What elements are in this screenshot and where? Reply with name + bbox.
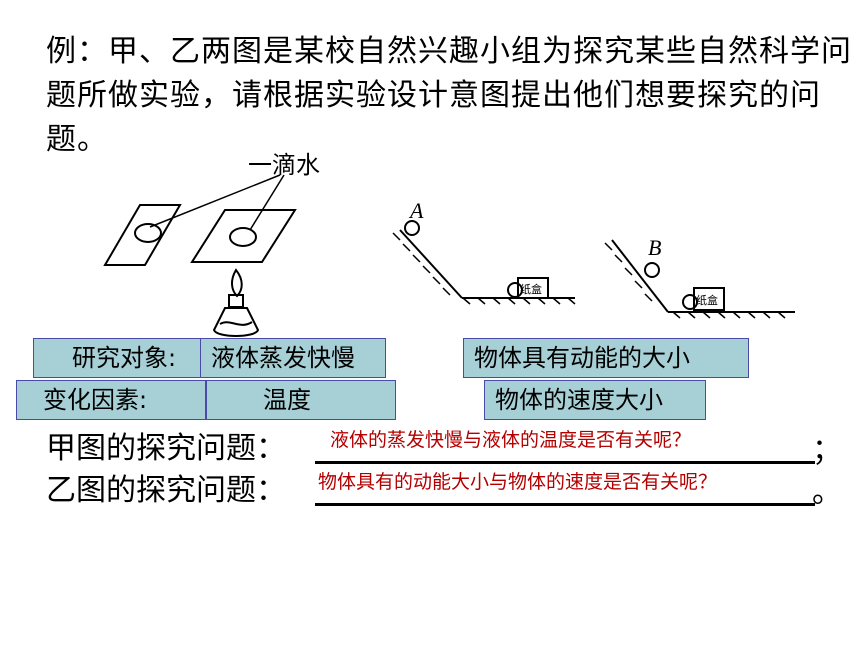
research-object-value-b: 物体具有动能的大小 <box>463 338 749 378</box>
ball-b-bottom <box>682 294 698 310</box>
box-b <box>693 287 725 311</box>
ball-a <box>404 220 420 236</box>
variable-value-b: 物体的速度大小 <box>484 380 706 420</box>
water-drop-right <box>229 227 257 247</box>
intro-paragraph: 例：甲、乙两图是某校自然兴趣小组为探究某些自然科学问题所做实验，请根据实验设计意… <box>46 34 852 157</box>
question-b-prefix: 乙图的探究问题： <box>46 473 286 508</box>
question-b-answer: 物体具有的动能大小与物体的速度是否有关呢？ <box>318 471 718 493</box>
glass-plate-left <box>103 204 182 266</box>
incline-b <box>604 239 795 319</box>
variable-label: 变化因素: <box>16 380 206 420</box>
pointer-line-left <box>149 174 281 228</box>
question-a-end: ； <box>812 433 842 468</box>
water-drop-left <box>134 223 162 243</box>
ball-a-bottom <box>507 282 523 298</box>
left-plate <box>103 204 182 266</box>
water-drop-label: 一滴水 <box>248 151 320 179</box>
box-a <box>517 277 549 299</box>
ball-a-label: A <box>408 198 424 223</box>
research-object-value: 液体蒸发快慢 <box>200 338 386 378</box>
ball-b-label: B <box>648 235 661 260</box>
experiment-diagram: A 纸盒 B 纸盒 <box>103 174 795 337</box>
research-object-label: 研究对象: <box>33 338 201 378</box>
lamp-flame <box>231 268 243 298</box>
glass-plate-right <box>190 209 297 263</box>
ball-b <box>644 262 660 278</box>
right-plate <box>190 209 297 263</box>
alcohol-lamp <box>212 268 260 337</box>
box-b-label: 纸盒 <box>696 293 718 307</box>
question-b-underline <box>315 503 815 506</box>
variable-value: 温度 <box>206 380 396 420</box>
question-a-underline <box>315 461 815 464</box>
pointer-line-right <box>249 174 285 231</box>
question-a-prefix: 甲图的探究问题： <box>46 431 286 466</box>
box-a-label: 纸盒 <box>520 282 542 296</box>
question-a-answer: 液体的蒸发快慢与液体的温度是否有关呢？ <box>330 429 692 451</box>
lamp-body <box>212 307 260 337</box>
incline-a <box>392 220 576 305</box>
question-b-end: 。 <box>812 475 842 510</box>
